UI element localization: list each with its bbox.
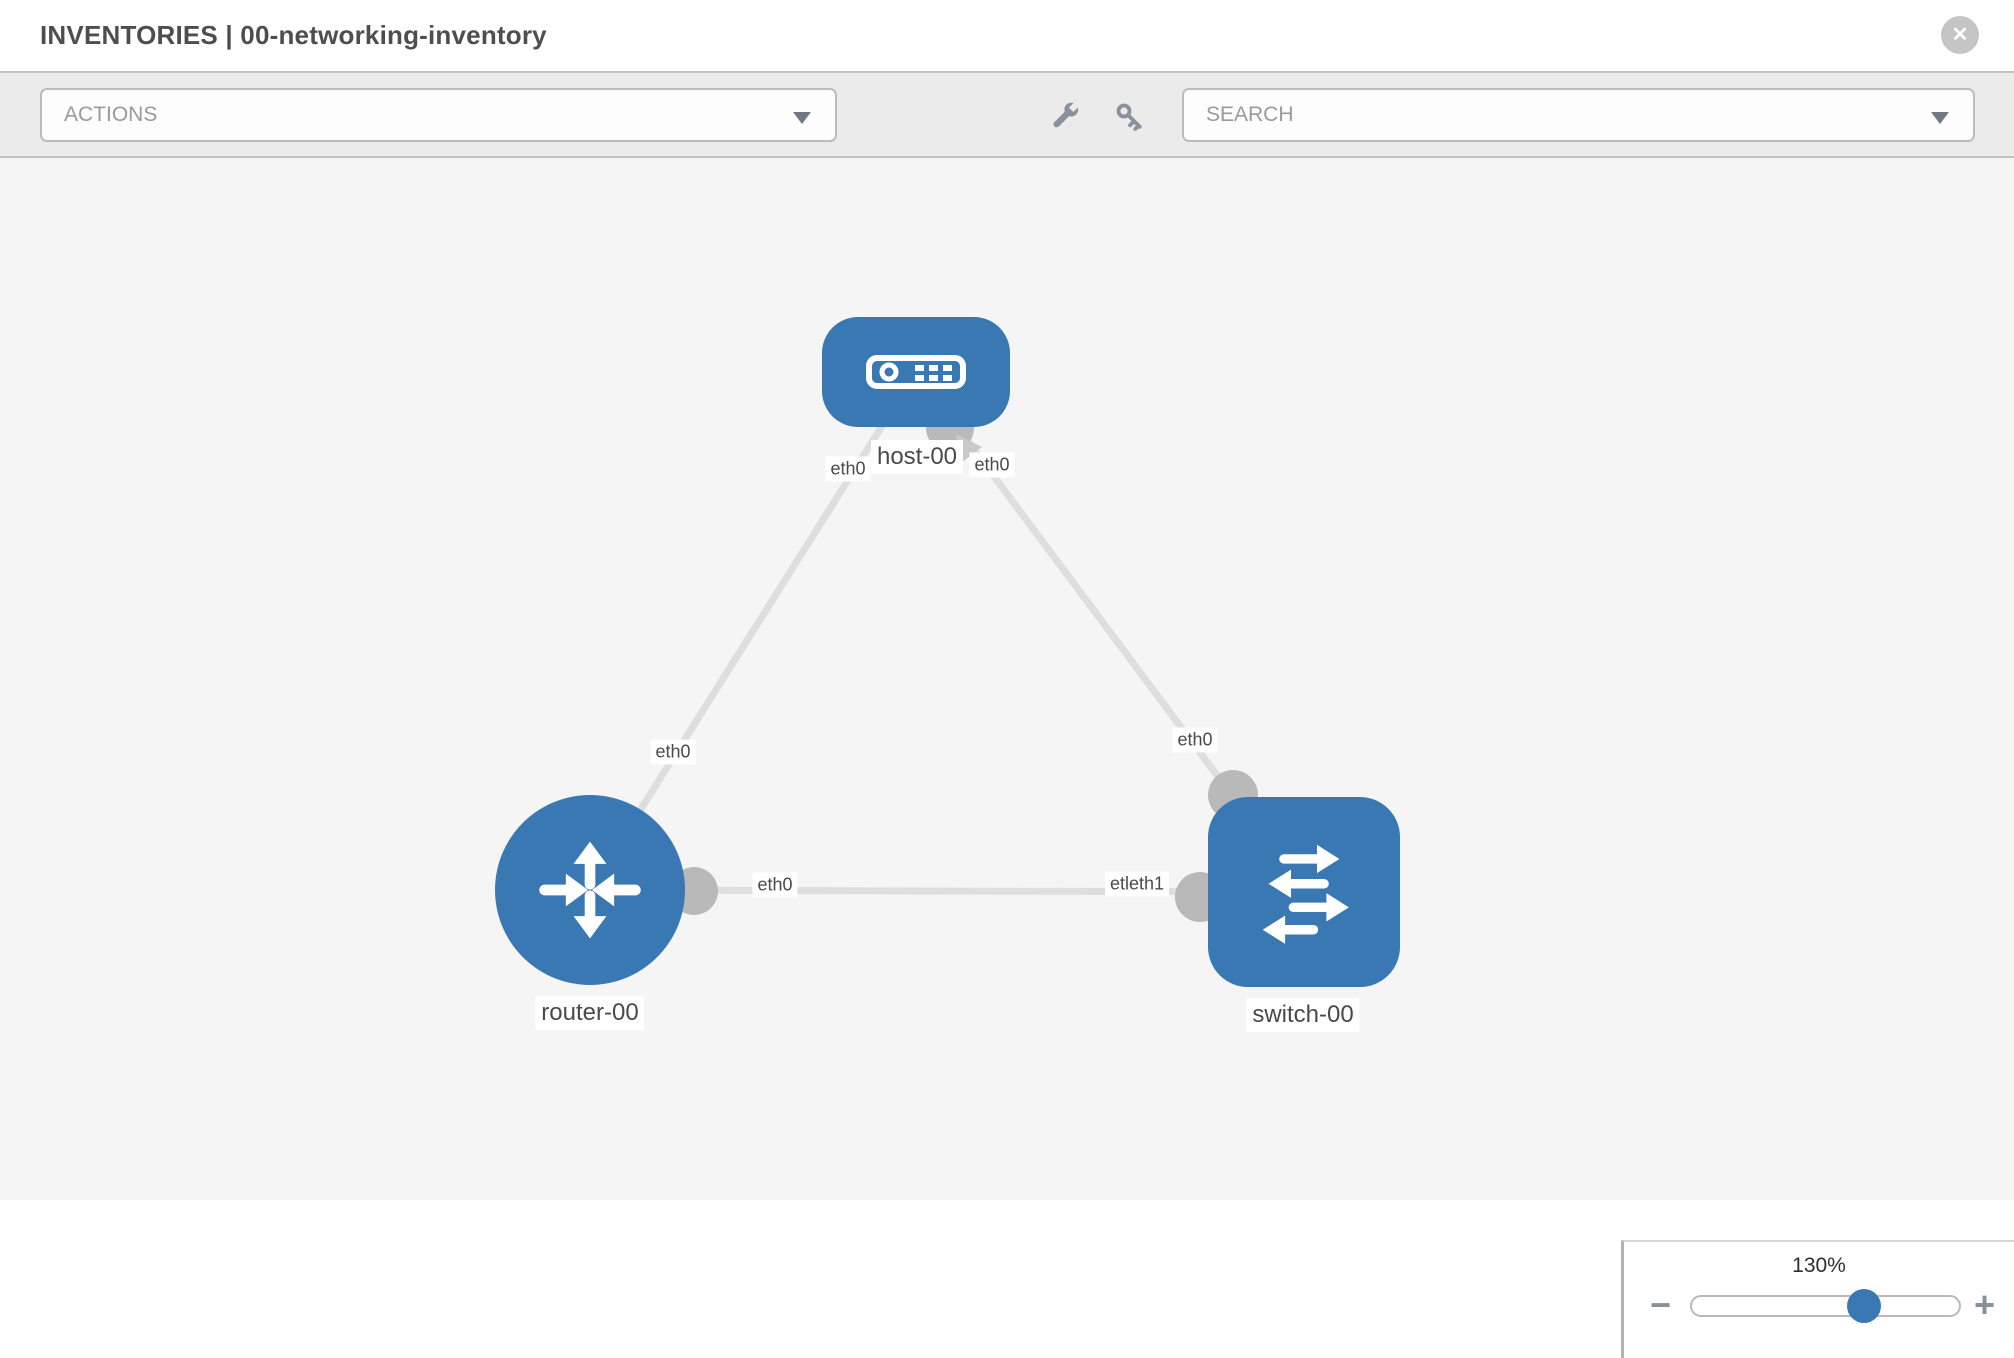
zoom-panel: 130% − + xyxy=(1621,1240,2014,1358)
interface-label-host-right: eth0 xyxy=(969,452,1015,478)
toolbar: ACTIONS SEARCH xyxy=(0,71,2014,158)
zoom-controls: − + xyxy=(1624,1284,2014,1325)
node-host-00[interactable] xyxy=(822,317,1010,427)
header: INVENTORIES | 00-networking-inventory ✕ xyxy=(0,0,2014,71)
credentials-button[interactable] xyxy=(1112,99,1148,135)
topology-canvas[interactable]: host-00 router-00 switch-00 eth0 eth0 et… xyxy=(0,158,2014,1358)
close-icon: ✕ xyxy=(1951,24,1969,46)
switch-arrows-icon xyxy=(1262,844,1349,944)
page-title: INVENTORIES | 00-networking-inventory xyxy=(40,20,547,50)
interface-label-router-right: eth0 xyxy=(752,872,798,898)
node-label-switch: switch-00 xyxy=(1246,998,1360,1032)
zoom-in-button[interactable]: + xyxy=(1974,1284,1996,1325)
interface-label-router-top: eth0 xyxy=(650,739,696,765)
configure-button[interactable] xyxy=(1048,99,1084,135)
search-dropdown[interactable]: SEARCH xyxy=(1182,88,1975,142)
node-router-00[interactable] xyxy=(495,795,685,985)
actions-dropdown-label: ACTIONS xyxy=(64,103,158,126)
wrench-icon xyxy=(1053,101,1080,128)
server-icon xyxy=(866,355,966,389)
node-label-host: host-00 xyxy=(870,440,964,474)
node-label-router: router-00 xyxy=(535,996,645,1030)
search-dropdown-label: SEARCH xyxy=(1206,103,1294,126)
actions-dropdown[interactable]: ACTIONS xyxy=(40,88,837,142)
zoom-slider-thumb[interactable] xyxy=(1847,1289,1882,1323)
close-button[interactable]: ✕ xyxy=(1941,16,1979,54)
interface-label-switch-top: eth0 xyxy=(1172,727,1218,753)
chevron-down-icon xyxy=(1931,112,1949,124)
chevron-down-icon xyxy=(793,112,811,124)
node-switch-00[interactable] xyxy=(1208,797,1400,987)
zoom-slider[interactable] xyxy=(1690,1289,1961,1323)
zoom-percent: 130% xyxy=(1792,1254,1846,1277)
zoom-out-button[interactable]: − xyxy=(1650,1284,1672,1325)
links-layer xyxy=(587,369,1307,922)
interface-label-host-left: eth0 xyxy=(825,456,871,482)
key-icon xyxy=(1116,103,1142,131)
interface-label-switch-left: etleth1 xyxy=(1104,871,1170,897)
router-arrows-icon xyxy=(539,841,641,939)
